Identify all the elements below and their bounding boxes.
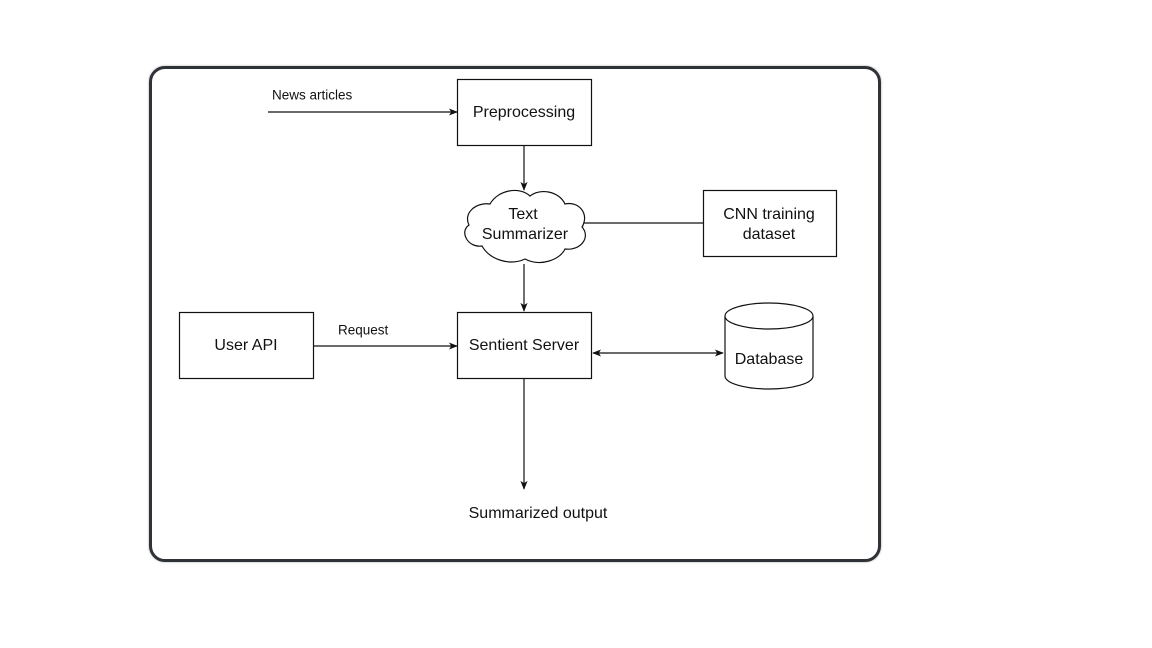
cloud-shape xyxy=(464,189,586,263)
cylinder-body xyxy=(724,316,814,390)
cylinder-top xyxy=(724,302,814,330)
summarizer-label-line2: Summarizer xyxy=(482,226,569,243)
cnn-dataset-node: CNN training dataset xyxy=(702,189,838,258)
preprocessing-label: Preprocessing xyxy=(473,104,575,121)
cnn-label-line2: dataset xyxy=(743,226,796,243)
database-node: Database xyxy=(724,302,814,390)
user-api-label: User API xyxy=(214,337,277,354)
database-label: Database xyxy=(735,351,804,368)
summarized-output-label: Summarized output xyxy=(469,505,608,522)
sentient-server-node: Sentient Server xyxy=(456,311,593,380)
summarizer-label-line1: Text xyxy=(508,206,538,223)
preprocessing-node: Preprocessing xyxy=(456,78,593,147)
text-summarizer-node: Text Summarizer xyxy=(464,189,586,263)
cnn-label-line1: CNN training xyxy=(723,206,815,223)
user-api-node: User API xyxy=(178,311,315,380)
server-label: Sentient Server xyxy=(469,337,580,354)
news-articles-label: News articles xyxy=(272,88,353,103)
request-label: Request xyxy=(338,323,389,338)
